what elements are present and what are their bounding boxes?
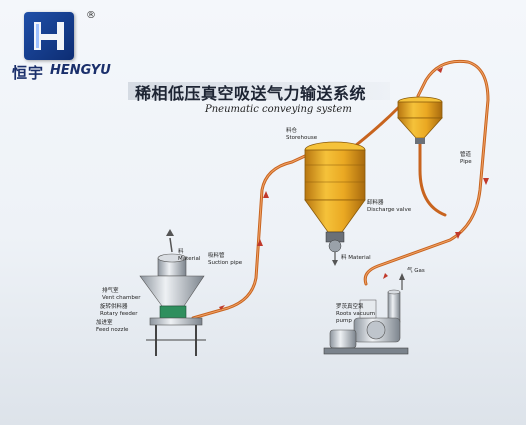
diagram-title-en: Pneumatic conveying system <box>205 104 352 115</box>
cyclone-separator <box>397 96 443 144</box>
flow-arrow-icon <box>437 67 443 73</box>
label-material: 料 Material <box>178 249 201 262</box>
brand-name-en: HENGYU <box>50 63 111 78</box>
roots-vacuum-pump <box>323 273 409 355</box>
title-background <box>128 82 390 100</box>
label-rotary-feeder: 旋转供料器 Rotary feeder <box>100 304 138 317</box>
flow-arrow-icon <box>263 191 269 198</box>
registered-mark: ® <box>86 10 96 21</box>
label-roots-pump: 罗茨真空泵 Roots vacuum pump <box>336 304 376 324</box>
hengyu-logo <box>24 12 74 60</box>
flow-arrow-icon <box>257 239 263 246</box>
label-vent-chamber: 排气室 Vent chamber <box>102 288 141 301</box>
flow-arrow-icon <box>219 305 225 310</box>
flow-arrows <box>219 67 489 310</box>
logo-mark-icon <box>34 22 64 50</box>
flow-arrow-icon <box>383 273 388 279</box>
label-gas: 气 Gas <box>407 268 425 274</box>
label-suction-pipe: 吸料管 Suction pipe <box>208 253 243 266</box>
flow-arrow-icon <box>483 178 489 185</box>
brand-name-cn: 恒宇 <box>12 64 45 82</box>
storehouse-silo <box>304 141 366 253</box>
label-discharge-valve: 卸料器 Discharge valve <box>367 200 412 213</box>
label-discharge-material: 料 Material <box>341 255 371 261</box>
label-feed-nozzle: 加进室 Feed nozzle <box>96 320 129 333</box>
diagram-title-cn: 稀相低压真空吸送气力输送系统 <box>135 84 367 103</box>
label-storehouse: 料仓 Storehouse <box>286 128 318 141</box>
pipeline-inner <box>192 60 489 319</box>
label-pipe: 管道 Pipe <box>460 152 472 165</box>
flow-arrow-icon <box>455 232 461 239</box>
feeder-station <box>139 229 206 356</box>
